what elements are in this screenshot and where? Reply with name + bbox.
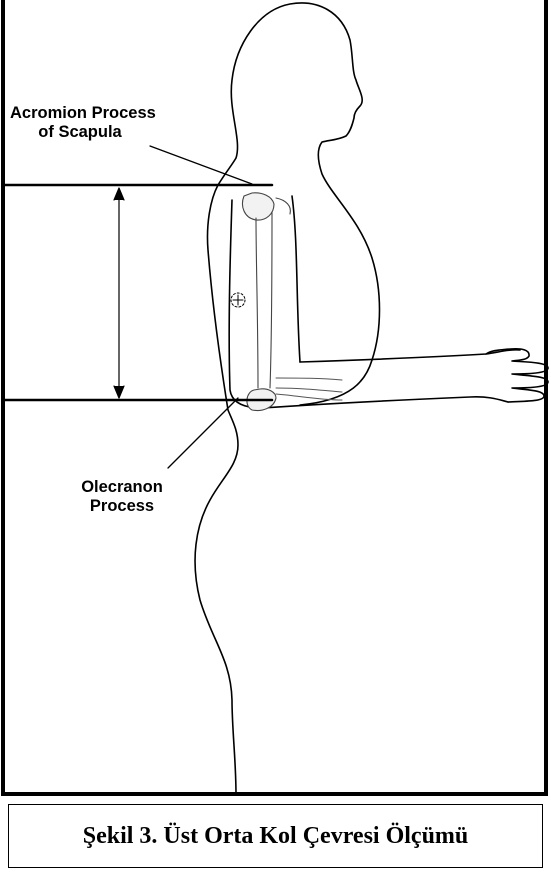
- olecranon-label-line2: Process: [72, 497, 172, 516]
- upper-arm-back-outline: [292, 196, 300, 362]
- forearm-lower-outline: [262, 397, 508, 408]
- hand-outline: [486, 349, 548, 402]
- measurement-arrow: [114, 188, 124, 398]
- acromion-label-line1: Acromion Process: [10, 104, 150, 123]
- olecranon-leader-line: [168, 398, 238, 468]
- olecranon-label-line1: Olecranon: [72, 478, 172, 497]
- olecranon-label: Olecranon Process: [72, 478, 172, 516]
- caption-box: Şekil 3. Üst Orta Kol Çevresi Ölçümü: [8, 804, 543, 868]
- acromion-label-line2: of Scapula: [10, 123, 150, 142]
- midpoint-marker: [231, 293, 245, 307]
- forearm-bones: [276, 378, 342, 400]
- acromion-label: Acromion Process of Scapula: [10, 104, 150, 142]
- forearm-upper-outline: [300, 350, 520, 362]
- figure-caption: Şekil 3. Üst Orta Kol Çevresi Ölçümü: [83, 823, 469, 850]
